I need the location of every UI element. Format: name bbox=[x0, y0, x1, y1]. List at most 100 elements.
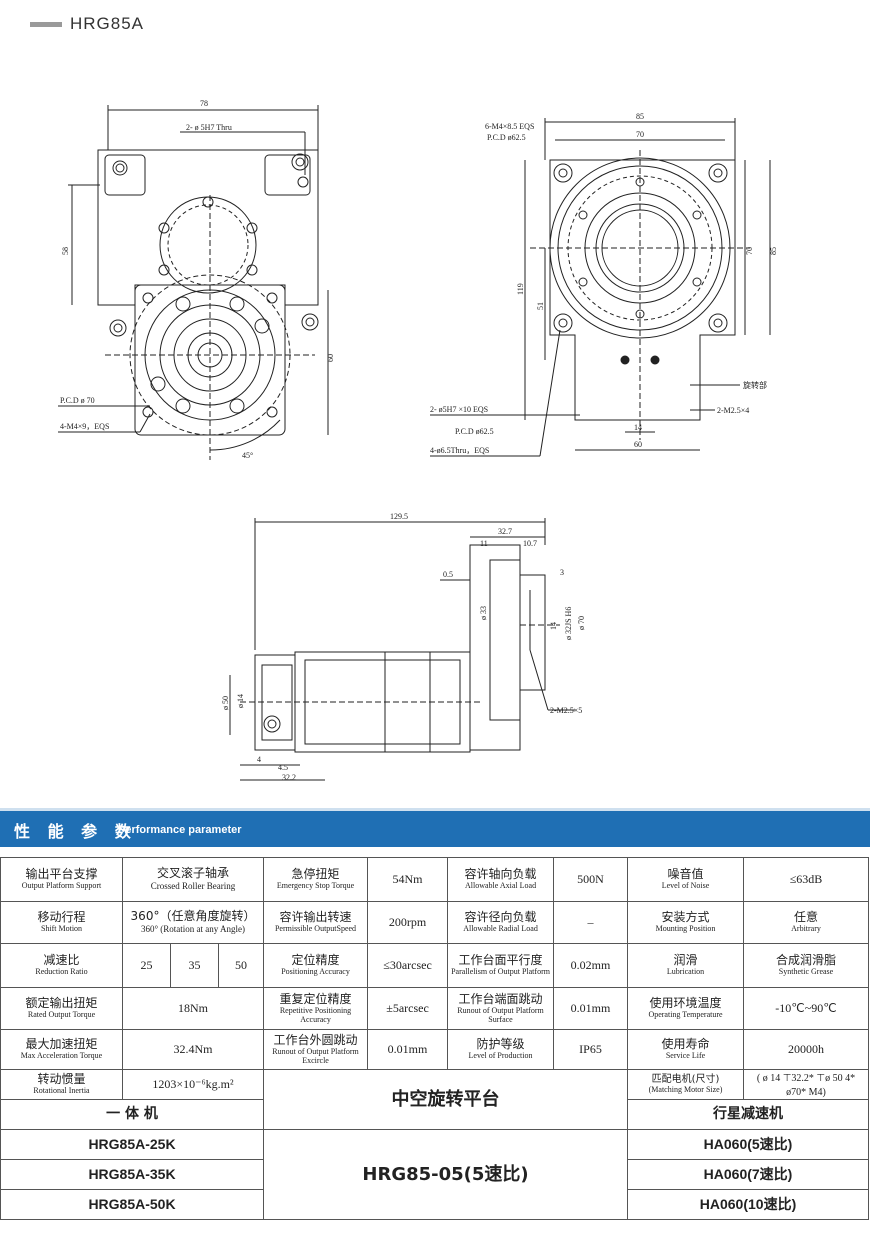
cell-text: 20000h bbox=[788, 1041, 825, 1056]
dim-33: ø 33 bbox=[479, 606, 488, 620]
cell-text: 安装方式 bbox=[661, 910, 710, 924]
cell-text: Permissible OutputSpeed bbox=[274, 924, 357, 934]
cell-text: 定位精度 bbox=[291, 953, 340, 967]
cell-text: HA060(5速比) bbox=[703, 1135, 793, 1152]
cell-text: 1203×10⁻⁶kg.m² bbox=[152, 1076, 234, 1091]
model-left-title: 一 体 机 bbox=[0, 1099, 265, 1130]
cell-text: 25 bbox=[140, 957, 153, 972]
dim-327: 32.7 bbox=[498, 527, 512, 536]
cell-text: 0.01mm bbox=[570, 1000, 611, 1015]
spec-value: 0.01mm bbox=[553, 987, 629, 1030]
dim-angle-45: 45° bbox=[242, 451, 253, 460]
cell-text: Parallelism of Output Platform bbox=[451, 967, 550, 977]
dim-05: 0.5 bbox=[443, 570, 453, 579]
cell-text: Rotational Inertia bbox=[33, 1086, 90, 1096]
cell-text: 54Nm bbox=[392, 871, 423, 886]
spec-value: 200rpm bbox=[367, 901, 449, 944]
model-center-item: HRG85-05(5速比) bbox=[263, 1129, 629, 1220]
model-right-item: HA060(7速比) bbox=[627, 1159, 870, 1190]
dim-rotary-part: 旋转部 bbox=[743, 380, 767, 390]
cell-text: Level of Production bbox=[468, 1051, 533, 1061]
cell-text: 500N bbox=[577, 871, 604, 886]
cell-text: Crossed Roller Bearing bbox=[150, 880, 236, 891]
cell-text: ≤63dB bbox=[789, 871, 823, 886]
cell-text: Runout of Output Platform Excircle bbox=[272, 1046, 359, 1065]
model-right-item: HA060(5速比) bbox=[627, 1129, 870, 1160]
dim-4: 4 bbox=[257, 755, 261, 764]
cell-text: Operating Temperature bbox=[648, 1010, 723, 1020]
cell-text: 200rpm bbox=[388, 914, 427, 929]
cell-text: Output Platform Support bbox=[21, 881, 102, 891]
dim-70-top: 70 bbox=[636, 130, 644, 139]
spec-value: 0.01mm bbox=[367, 1029, 449, 1070]
dim-119: 119 bbox=[516, 283, 525, 295]
cell-text: 50 bbox=[235, 957, 247, 972]
cell-text: Allowable Axial Load bbox=[464, 881, 537, 891]
spec-value: 25 bbox=[122, 943, 171, 988]
cell-text: 任意 bbox=[794, 910, 819, 924]
top-view-drawing bbox=[430, 118, 771, 457]
dim-60-bottom: 60 bbox=[634, 440, 642, 449]
cell-text: 工作台端面跳动 bbox=[458, 991, 543, 1006]
cell-text: – bbox=[587, 914, 594, 929]
cell-text: 0.02mm bbox=[570, 957, 611, 972]
spec-value: ( ø 14 ⊤32.2* ⊤ø 50 4* ø70* M4) bbox=[743, 1069, 870, 1100]
spec-value: 20000h bbox=[743, 1029, 870, 1070]
cell-text: 容许输出转速 bbox=[279, 910, 352, 924]
cell-text: -10℃~90℃ bbox=[775, 1000, 837, 1015]
dim-51: 51 bbox=[536, 302, 545, 310]
page-title: HRG85A bbox=[70, 14, 145, 33]
cell-text: Rated Output Torque bbox=[27, 1010, 96, 1020]
cell-text: HRG85A-50K bbox=[88, 1195, 176, 1212]
cell-text: Reduction Ratio bbox=[35, 967, 88, 977]
cell-text: Service Life bbox=[665, 1051, 706, 1061]
cell-text: (Matching Motor Size) bbox=[648, 1085, 723, 1095]
performance-section-header: 性 能 参 数 Performance parameter bbox=[0, 808, 870, 847]
dim-thru-holes: 2- ø 5H7 Thru bbox=[186, 123, 232, 132]
cell-text: 润滑 bbox=[673, 953, 698, 967]
spec-value: – bbox=[553, 901, 629, 944]
cell-text: 0.01mm bbox=[387, 1041, 428, 1056]
cell-text: 转动惯量 bbox=[37, 1072, 86, 1086]
spec-value: IP65 bbox=[553, 1029, 629, 1070]
cell-text: 一 体 机 bbox=[106, 1105, 158, 1122]
dim-m4x9: 4-M4×9，EQS bbox=[60, 422, 109, 431]
spec-value: ±5arcsec bbox=[367, 987, 449, 1030]
dim-14-shaft: ø 14 bbox=[236, 694, 245, 708]
cell-text: HRG85A-25K bbox=[88, 1135, 176, 1152]
dim-11: 11 bbox=[480, 539, 488, 548]
dim-32: ø 32JS H6 bbox=[564, 607, 573, 640]
model-right-title: 行星减速机 bbox=[627, 1099, 870, 1130]
dim-58: 58 bbox=[61, 247, 70, 255]
spec-value: ≤30arcsec bbox=[367, 943, 449, 988]
dim-pcd-625-bottom: P.C.D ø62.5 bbox=[455, 427, 494, 436]
page-header: HRG85A bbox=[30, 12, 144, 36]
dim-m25x4: 2-M2.5×4 bbox=[717, 406, 749, 415]
cell-text: HA060(7速比) bbox=[703, 1165, 793, 1182]
cell-text: 18Nm bbox=[178, 1000, 208, 1015]
cell-text: 最大加速扭矩 bbox=[25, 1037, 98, 1051]
cell-text: 360°（任意角度旋转） bbox=[130, 909, 256, 924]
cell-text: Level of Noise bbox=[661, 881, 710, 891]
cell-text: ≤30arcsec bbox=[383, 957, 432, 972]
table-row: HRG85A-50K HA060(10速比) bbox=[0, 1189, 870, 1220]
spec-value: 500N bbox=[553, 857, 629, 902]
spec-value: 18Nm bbox=[121, 987, 265, 1030]
dim-14-side: 14 bbox=[549, 622, 558, 630]
